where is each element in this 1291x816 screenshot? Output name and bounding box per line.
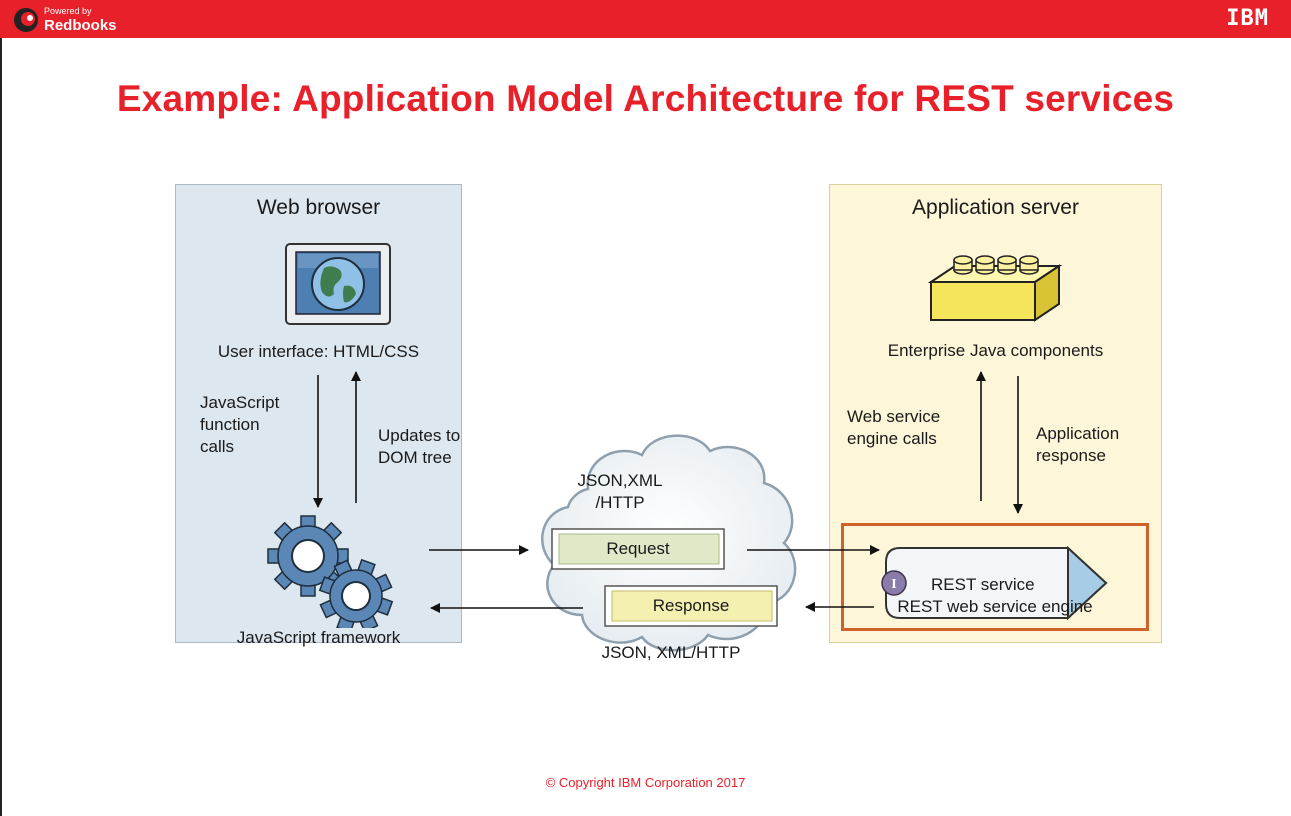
ui-label: User interface: HTML/CSS	[217, 342, 420, 361]
redbooks-brand-text: Redbooks	[44, 17, 117, 34]
request-box: Request	[551, 528, 725, 570]
js-calls-line-2: function	[200, 415, 260, 434]
redbooks-logo: Powered by Redbooks	[14, 6, 117, 34]
rest-engine-box	[841, 523, 1149, 631]
lego-brick-icon	[927, 255, 1063, 322]
gears-icon	[267, 515, 394, 628]
application-server-title: Application server	[912, 196, 1079, 219]
slide-title: Example: Application Model Architecture …	[116, 78, 1175, 119]
svg-text:I: I	[891, 577, 896, 592]
framework-label: JavaScript framework	[236, 628, 401, 647]
cloud-top-label: JSON,XML /HTTP	[560, 470, 680, 514]
app-response-line-1: Application	[1036, 424, 1120, 443]
cloud-top-line-1: JSON,XML	[577, 471, 663, 490]
rest-service-shape: I	[881, 546, 1108, 620]
globe-monitor-icon	[285, 243, 391, 325]
dom-updates-line-1: Updates to	[378, 426, 461, 445]
dom-updates-label: Updates to DOM tree	[378, 425, 460, 469]
components-label: Enterprise Java components	[887, 341, 1104, 360]
engine-calls-line-1: Web service	[847, 407, 941, 426]
engine-label: REST web service engine	[897, 597, 1093, 616]
cloud-bottom-label: JSON, XML/HTTP	[601, 643, 741, 662]
js-function-calls-label: JavaScript function calls	[200, 392, 279, 458]
response-label: Response	[652, 596, 730, 615]
request-label: Request	[606, 539, 670, 558]
app-response-line-2: response	[1036, 446, 1106, 465]
header-bar	[0, 0, 1291, 38]
engine-calls-line-2: engine calls	[847, 429, 937, 448]
app-response-label: Application response	[1036, 423, 1119, 467]
slide-border	[0, 38, 2, 816]
web-browser-title: Web browser	[256, 196, 381, 219]
rest-service-label: REST service	[931, 575, 1035, 594]
engine-calls-label: Web service engine calls	[847, 406, 940, 450]
dom-updates-line-2: DOM tree	[378, 448, 452, 467]
js-calls-line-1: JavaScript	[200, 393, 280, 412]
interface-badge-icon: I	[881, 570, 907, 596]
cloud-top-line-2: /HTTP	[595, 493, 645, 512]
response-box: Response	[604, 585, 778, 627]
powered-by-text: Powered by	[44, 6, 92, 16]
js-calls-line-3: calls	[200, 437, 235, 456]
ibm-logo: IBM	[1226, 6, 1269, 31]
copyright-footer: © Copyright IBM Corporation 2017	[545, 775, 746, 790]
